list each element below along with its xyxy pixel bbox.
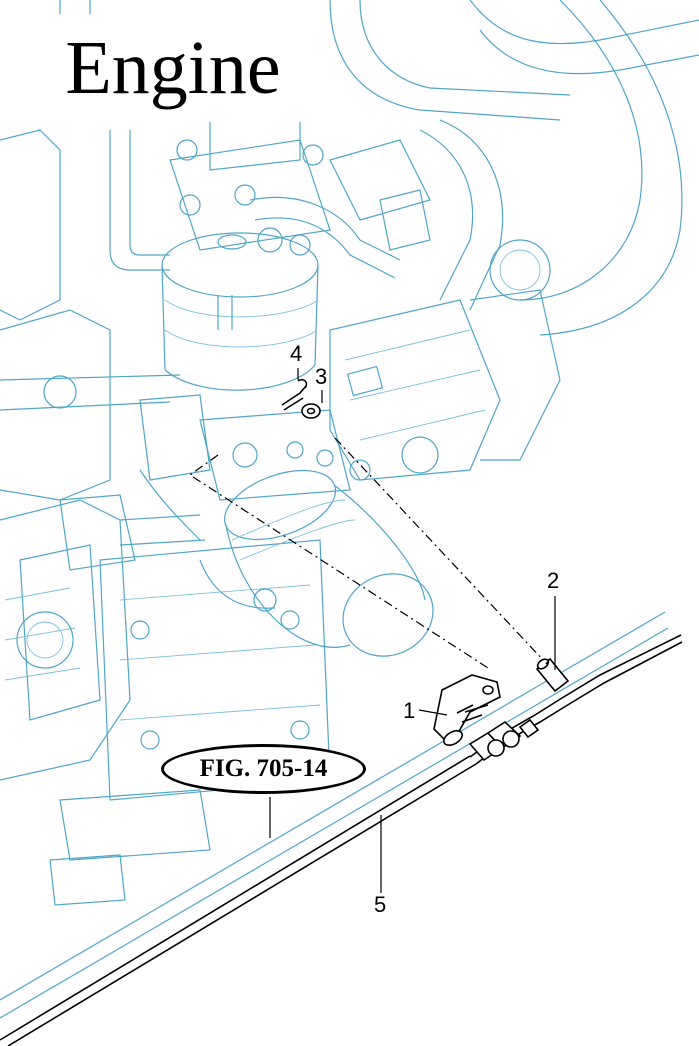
callout-4: 4 xyxy=(290,341,303,366)
callout-2: 2 xyxy=(547,568,560,593)
callout-3: 3 xyxy=(315,364,328,389)
part-3-washer xyxy=(301,403,321,419)
figure-reference-label: FIG. 705-14 xyxy=(199,755,328,782)
part-2-connector xyxy=(535,657,570,693)
figure-reference-link[interactable]: FIG. 705-14 xyxy=(161,744,366,794)
assembly-dashed-lines xyxy=(188,437,546,669)
part-4-clip xyxy=(281,378,308,411)
callout-leaders xyxy=(269,368,556,893)
title-box: Engine xyxy=(26,14,320,122)
callout-1: 1 xyxy=(403,698,416,723)
engine-assembly-drawing xyxy=(0,0,699,1019)
part-5-cable xyxy=(0,634,683,1046)
page-title: Engine xyxy=(65,26,281,110)
part-1-bracket xyxy=(433,674,501,741)
callout-5: 5 xyxy=(374,892,387,917)
